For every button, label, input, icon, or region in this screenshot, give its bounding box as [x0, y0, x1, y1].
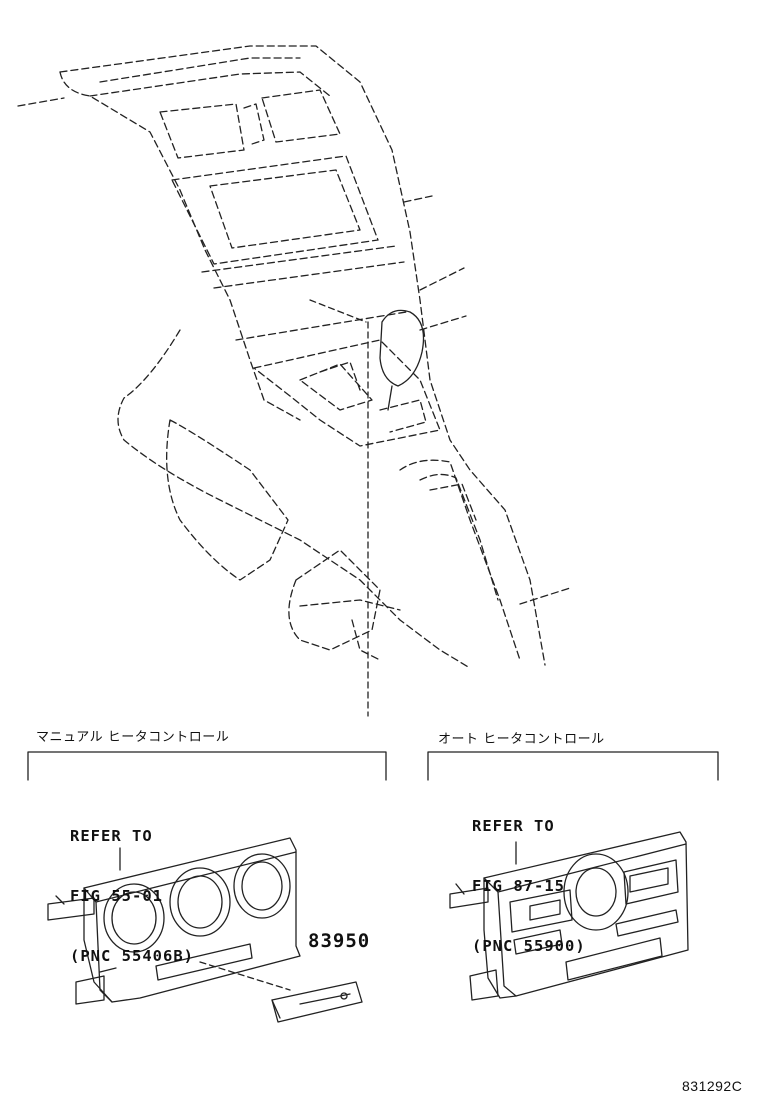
- auto-refer-label: REFER TO FIG 87-15 (PNC 55900): [472, 776, 586, 996]
- auto-section-bracket: [427, 751, 719, 781]
- auto-refer-line-2: FIG 87-15: [472, 877, 565, 895]
- manual-refer-label: REFER TO FIG 55-01 (PNC 55406B): [70, 786, 194, 1006]
- auto-section-title: オート ヒータコントロール: [438, 732, 605, 747]
- diagram-code: 831292C: [682, 1078, 743, 1094]
- leader-line-short: [309, 299, 367, 323]
- manual-section-bracket: [27, 751, 387, 781]
- auto-control-panel-drawing: [449, 831, 689, 1001]
- manual-refer-line-3: (PNC 55406B): [70, 947, 194, 965]
- auto-refer-line-1: REFER TO: [472, 817, 555, 835]
- shift-knob: [379, 309, 425, 411]
- manual-section-title: マニュアル ヒータコントロール: [36, 730, 230, 745]
- manual-refer-line-2: FIG 55-01: [70, 887, 163, 905]
- manual-refer-line-1: REFER TO: [70, 827, 153, 845]
- part-number-label: 83950: [308, 930, 371, 952]
- manual-control-panel-drawing: [47, 837, 301, 1005]
- dashboard-console-outline: [17, 45, 571, 669]
- auto-refer-line-3: (PNC 55900): [472, 937, 586, 955]
- switch-83950-drawing: [271, 981, 363, 1023]
